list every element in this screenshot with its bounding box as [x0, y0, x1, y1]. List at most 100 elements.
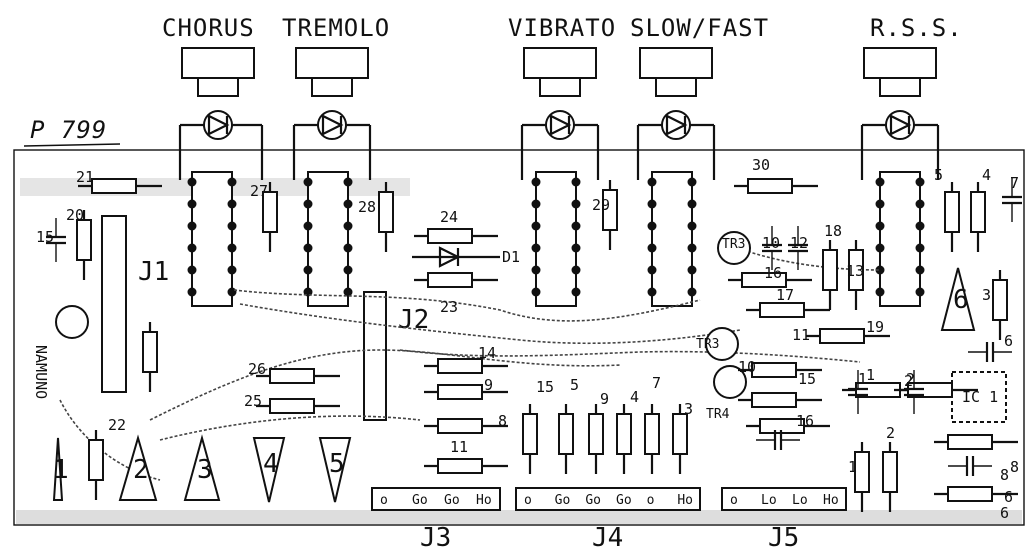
- solder-pad: [187, 199, 197, 209]
- connector-pin: Go: [412, 493, 428, 508]
- trimmer-potentiometer: [183, 434, 221, 501]
- switch-label-rss: R.S.S.: [870, 14, 963, 42]
- resistor-label: 4: [982, 166, 991, 184]
- jumper-strip-j2: [363, 291, 387, 421]
- resistor: [616, 413, 632, 455]
- connector-label: J5: [768, 523, 799, 551]
- resistor: [437, 358, 483, 374]
- solder-pad: [875, 287, 885, 297]
- switch-pcb-body: [879, 171, 921, 307]
- led-leads: [636, 123, 716, 180]
- trimmer-label: 5: [329, 449, 345, 479]
- resistor: [88, 439, 104, 481]
- transistor-label: TR4: [706, 407, 730, 422]
- diode-icon: [438, 246, 461, 268]
- resistor: [437, 458, 483, 474]
- switch-pads: [187, 177, 925, 297]
- capacitor-label: 11: [792, 326, 810, 344]
- solder-pad: [915, 243, 925, 253]
- resistor-label: 30: [752, 156, 770, 174]
- solder-pad: [187, 177, 197, 187]
- connector-pin: Go: [444, 493, 460, 508]
- resistor: [947, 486, 993, 502]
- resistor-label: 16: [764, 264, 782, 282]
- resistor: [142, 331, 158, 373]
- solder-pad: [343, 243, 353, 253]
- connector-body: [515, 487, 701, 511]
- led-leads: [292, 123, 372, 180]
- solder-pad: [187, 287, 197, 297]
- switch-rss: [860, 47, 940, 307]
- resistor-label: 18: [824, 222, 842, 240]
- connector-pin: Lo: [761, 493, 777, 508]
- resistor-label: 2: [906, 370, 915, 388]
- resistor-label: 3: [982, 286, 991, 304]
- resistor: [747, 178, 793, 194]
- resistor-label: 22: [108, 416, 126, 434]
- trimmer-label: 4: [263, 449, 279, 479]
- switch-stem: [539, 77, 581, 97]
- solder-pad: [187, 221, 197, 231]
- connector-pin: o: [647, 493, 655, 508]
- resistor: [970, 191, 986, 233]
- solder-pad: [187, 265, 197, 275]
- solder-pad: [571, 243, 581, 253]
- led-icon: [665, 114, 688, 136]
- resistor: [437, 384, 483, 400]
- trimmer-potentiometer: [118, 434, 158, 501]
- solder-pad: [647, 177, 657, 187]
- solder-pad: [227, 265, 237, 275]
- connector-label: J4: [592, 523, 623, 551]
- resistor: [992, 279, 1008, 321]
- resistor: [558, 413, 574, 455]
- resistor: [751, 362, 797, 378]
- solder-pad: [647, 221, 657, 231]
- transistor-label: TR3: [722, 237, 745, 252]
- resistor: [588, 413, 604, 455]
- resistor: [269, 398, 315, 414]
- switch-pcb-body: [191, 171, 233, 307]
- resistor-label: 8: [1000, 466, 1009, 484]
- trimmer-label: 6: [953, 285, 969, 315]
- solder-pad: [227, 177, 237, 187]
- solder-pad: [531, 265, 541, 275]
- resistor: [944, 191, 960, 233]
- trimmer-label: 2: [133, 455, 149, 485]
- switch-stem: [655, 77, 697, 97]
- solder-pad: [227, 243, 237, 253]
- connector-pin: Ho: [677, 493, 693, 508]
- capacitor-label: 12: [790, 234, 808, 252]
- board-id: P 799: [30, 116, 107, 144]
- connector-pin: Go: [616, 493, 632, 508]
- resistor: [427, 272, 473, 288]
- connector-pin: Go: [555, 493, 571, 508]
- solder-pad: [875, 221, 885, 231]
- connector-label: J3: [420, 523, 451, 551]
- ic1-label: IC 1: [962, 388, 998, 406]
- trimmer-potentiometer: [318, 437, 352, 503]
- trace: [149, 349, 621, 421]
- capacitor-label: 8: [1010, 458, 1019, 476]
- switch-label-vibrato: VIBRATO: [508, 14, 616, 42]
- solder-pad: [687, 221, 697, 231]
- capacitor-label: 2: [904, 372, 913, 390]
- led-icon: [207, 114, 230, 136]
- transistor-tr3-top: [717, 231, 751, 265]
- resistor-label: 15: [798, 370, 816, 388]
- transistor-left: [55, 305, 89, 339]
- solder-pad: [915, 221, 925, 231]
- resistor: [262, 191, 278, 233]
- resistor-label: 1: [848, 458, 857, 476]
- board-id-underline: [23, 143, 121, 147]
- jumper-strip-j1: [101, 215, 127, 393]
- led-leads: [178, 123, 264, 180]
- solder-pad: [915, 287, 925, 297]
- resistor: [91, 178, 137, 194]
- solder-pad: [915, 199, 925, 209]
- solder-pad: [571, 199, 581, 209]
- resistor: [822, 249, 838, 291]
